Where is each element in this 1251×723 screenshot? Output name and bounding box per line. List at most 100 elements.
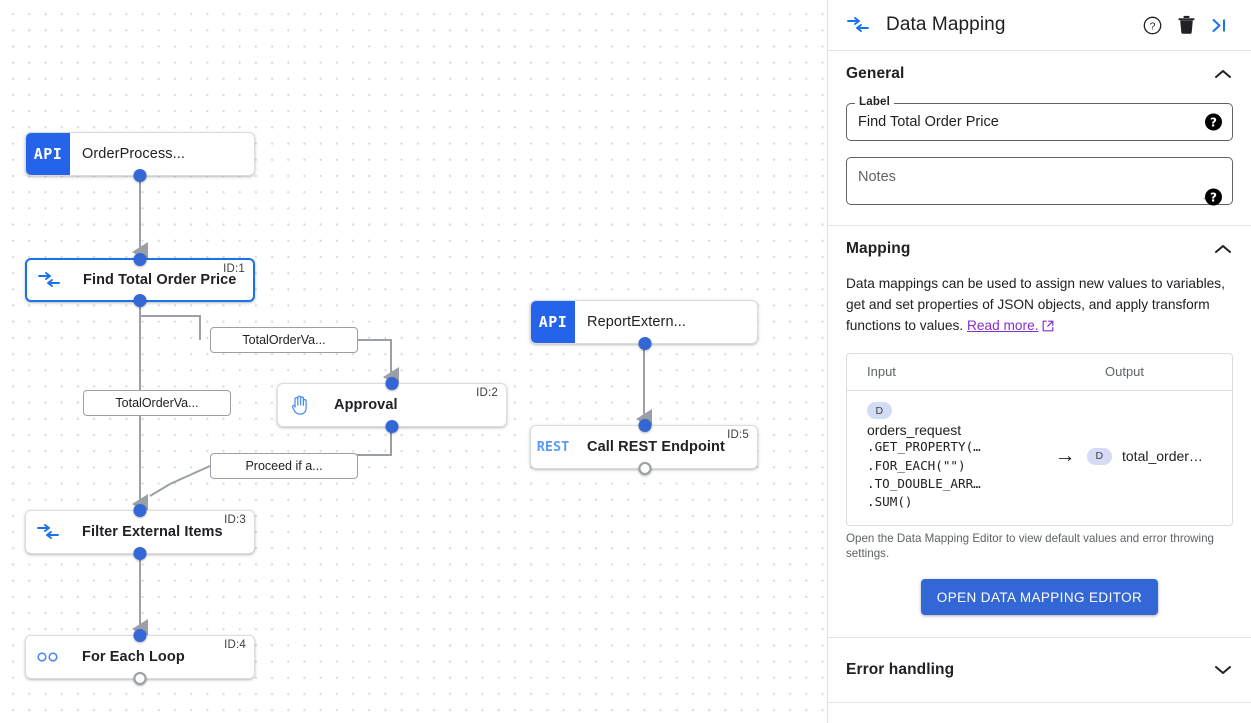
section-divider <box>828 702 1251 704</box>
mapping-output-cell: D total_order… <box>1087 447 1232 465</box>
node-output-port[interactable] <box>638 337 652 350</box>
section-mapping: Mapping Data mappings can be used to ass… <box>828 226 1251 637</box>
section-title: Error handling <box>846 661 955 679</box>
svg-text:?: ? <box>1149 20 1155 32</box>
edge-label-text: Proceed if a... <box>245 459 323 473</box>
edge-connectors <box>132 176 652 639</box>
node-output-port[interactable] <box>133 672 147 685</box>
node-input-port[interactable] <box>385 377 399 390</box>
output-type-badge: D <box>1087 447 1112 465</box>
node-output-port[interactable] <box>133 169 147 182</box>
node-for-each-loop[interactable]: For Each Loop ID:4 <box>25 629 255 685</box>
node-output-port[interactable] <box>385 420 399 433</box>
collapse-panel-icon[interactable] <box>1203 8 1237 42</box>
node-input-port[interactable] <box>133 253 147 266</box>
node-id-badge: ID:5 <box>727 429 749 441</box>
node-reportextern[interactable]: API ReportExtern... <box>530 300 758 350</box>
api-icon: API <box>531 301 575 343</box>
node-label: Approval <box>334 397 398 413</box>
input-expression-line: .TO_DOUBLE_ARR… <box>867 475 981 491</box>
edge-label-text: TotalOrderVa... <box>115 396 199 410</box>
external-link-icon[interactable] <box>1042 318 1054 339</box>
label-field-legend: Label <box>855 96 895 108</box>
node-input-port[interactable] <box>638 419 652 432</box>
node-approval[interactable]: Approval ID:2 <box>277 377 507 433</box>
edge-label[interactable]: Proceed if a... <box>210 453 358 479</box>
section-title: General <box>846 65 905 82</box>
node-output-port[interactable] <box>133 547 147 560</box>
input-expression-line: .FOR_EACH("") <box>867 457 966 473</box>
node-label: OrderProcess... <box>82 146 186 162</box>
panel-body: General Label Find Total Order Price ? N… <box>828 51 1251 723</box>
label-field-wrapper: Label Find Total Order Price ? <box>846 96 1233 141</box>
properties-panel: Data Mapping ? <box>828 0 1251 723</box>
node-label: Call REST Endpoint <box>587 439 725 455</box>
edge-label[interactable]: TotalOrderVa... <box>83 390 231 416</box>
node-find-total-order-price[interactable]: Find Total Order Price ID:1 <box>25 253 255 307</box>
hand-icon <box>278 384 322 426</box>
column-header-input: Input <box>867 364 896 380</box>
table-row[interactable]: D orders_request .GET_PROPERTY(… .FOR_EA… <box>847 391 1232 526</box>
node-filter-external-items[interactable]: Filter External Items ID:3 <box>25 504 255 560</box>
node-label: ReportExtern... <box>587 314 687 330</box>
rest-icon: REST <box>536 439 570 455</box>
notes-help-icon[interactable]: ? <box>1205 188 1222 206</box>
node-call-rest-endpoint[interactable]: REST Call REST Endpoint ID:5 <box>530 419 758 475</box>
node-orderprocess[interactable]: API OrderProcess... <box>25 132 255 182</box>
chevron-up-icon[interactable] <box>1213 239 1233 259</box>
chevron-up-icon[interactable] <box>1213 64 1233 84</box>
node-input-port[interactable] <box>133 504 147 517</box>
node-label: Find Total Order Price <box>83 272 237 288</box>
mapping-input-cell: D orders_request .GET_PROPERTY(… .FOR_EA… <box>847 401 1043 512</box>
read-more-link[interactable]: Read more. <box>966 317 1039 333</box>
node-id-badge: ID:2 <box>476 387 498 399</box>
section-general-header[interactable]: General <box>846 51 1233 97</box>
loop-icon <box>26 636 70 678</box>
column-header-output: Output <box>1105 364 1145 380</box>
node-output-port[interactable] <box>638 462 652 475</box>
notes-placeholder: Notes <box>858 169 896 185</box>
output-variable-name: total_order… <box>1122 448 1203 465</box>
node-label: Filter External Items <box>82 524 223 540</box>
mapping-table-header: Input Output <box>847 354 1232 391</box>
node-input-port[interactable] <box>133 629 147 642</box>
notes-field-wrapper: Notes ◿ ? <box>846 157 1233 206</box>
panel-header: Data Mapping ? <box>828 0 1251 51</box>
section-error-handling: Error handling <box>828 638 1251 702</box>
edge-label[interactable]: TotalOrderVa... <box>210 327 358 353</box>
section-general: General Label Find Total Order Price ? N… <box>828 51 1251 225</box>
label-field-value: Find Total Order Price <box>858 114 999 130</box>
node-id-badge: ID:4 <box>224 639 246 651</box>
input-variable-name: orders_request <box>867 422 962 439</box>
mapping-description-text: Data mappings can be used to assign new … <box>846 276 1225 333</box>
input-type-badge: D <box>867 402 892 420</box>
section-mapping-header[interactable]: Mapping <box>846 226 1233 272</box>
label-field[interactable]: Label Find Total Order Price <box>846 96 1233 141</box>
mapping-table: Input Output D orders_request .GET_PROPE… <box>846 352 1233 527</box>
mapping-arrow-icon: → <box>1054 444 1076 468</box>
page-title: Data Mapping <box>886 14 1006 35</box>
section-divider <box>828 225 1251 226</box>
label-help-icon[interactable]: ? <box>1205 113 1222 131</box>
chevron-down-icon[interactable] <box>1213 660 1233 680</box>
node-output-port[interactable] <box>133 294 147 307</box>
data-mapping-icon <box>27 260 71 300</box>
node-id-badge: ID:3 <box>224 514 246 526</box>
mapping-description: Data mappings can be used to assign new … <box>846 274 1233 339</box>
input-expression-line: .GET_PROPERTY(… <box>867 439 981 455</box>
trash-icon[interactable] <box>1169 8 1203 42</box>
api-icon: API <box>26 133 70 175</box>
node-label: For Each Loop <box>82 649 185 665</box>
help-circle-icon[interactable]: ? <box>1135 8 1169 42</box>
workflow-canvas[interactable]: API OrderProcess... Find Total Order Pri… <box>0 0 828 723</box>
section-divider <box>828 637 1251 639</box>
data-mapping-icon <box>26 511 70 553</box>
data-mapping-icon <box>846 17 872 33</box>
open-data-mapping-editor-button[interactable]: OPEN DATA MAPPING EDITOR <box>920 579 1159 616</box>
section-error-handling-header[interactable]: Error handling <box>846 638 1233 702</box>
notes-field[interactable]: Notes ◿ <box>846 157 1233 205</box>
edge-label-text: TotalOrderVa... <box>242 333 326 347</box>
input-expression-line: .SUM() <box>867 494 913 510</box>
section-title: Mapping <box>846 240 911 257</box>
